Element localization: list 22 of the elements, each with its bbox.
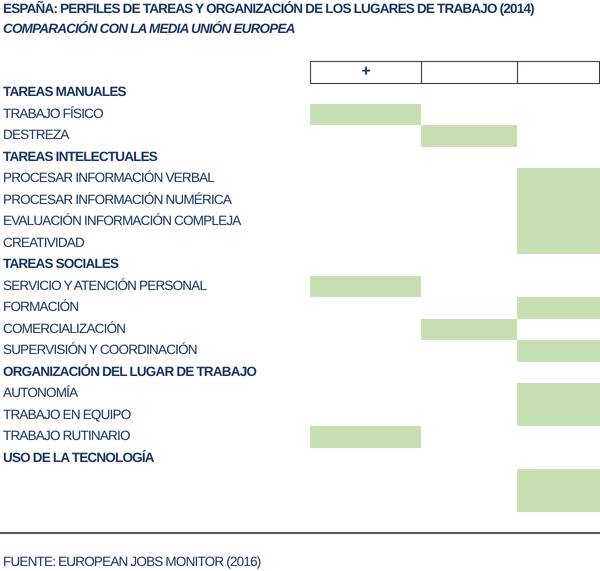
row-label: SERVICIO Y ATENCIÓN PERSONAL bbox=[3, 278, 206, 292]
section-heading: TAREAS SOCIALES bbox=[3, 256, 118, 271]
source-note: FUENTE: EUROPEAN JOBS MONITOR (2016) bbox=[3, 554, 261, 569]
row-label: SUPERVISIÓN Y COORDINACIÓN bbox=[3, 342, 197, 357]
title-text: ESPAÑA: PERFILES DE TAREAS Y ORGANIZACIÓN DE LOS LUGARES DE TRABAJO (2014) bbox=[3, 1, 534, 16]
row-label: TRABAJO FÍSICO bbox=[3, 106, 103, 120]
header-cell: + bbox=[310, 61, 422, 84]
row-label: TRABAJO RUTINARIO bbox=[3, 428, 130, 443]
row-label: COMERCIALIZACIÓN bbox=[3, 320, 126, 336]
row-label: DESTREZA bbox=[3, 127, 69, 142]
section-heading: ORGANIZACIÓN DEL LUGAR DE TRABAJO bbox=[3, 364, 256, 378]
subtitle-text: COMPARACIÓN CON LA MEDIA UNIÓN EUROPEA bbox=[3, 21, 295, 36]
row-label: FORMACIÓN bbox=[3, 299, 78, 314]
row-label: PROCESAR INFORMACIÓN NUMÉRICA bbox=[3, 192, 232, 206]
section-heading: TAREAS INTELECTUALES bbox=[3, 148, 158, 164]
row-label: CREATIVIDAD bbox=[3, 234, 84, 250]
row-label: TRABAJO EN EQUIPO bbox=[3, 406, 130, 422]
section-heading: USO DE LA TECNOLOGÍA bbox=[3, 450, 154, 464]
section-heading: TAREAS MANUALES bbox=[3, 84, 126, 99]
row-label: PROCESAR INFORMACIÓN VERBAL bbox=[3, 170, 214, 185]
row-label: AUTONOMÍA bbox=[3, 385, 78, 400]
row-label: EVALUACIÓN INFORMACIÓN COMPLEJA bbox=[3, 213, 240, 228]
